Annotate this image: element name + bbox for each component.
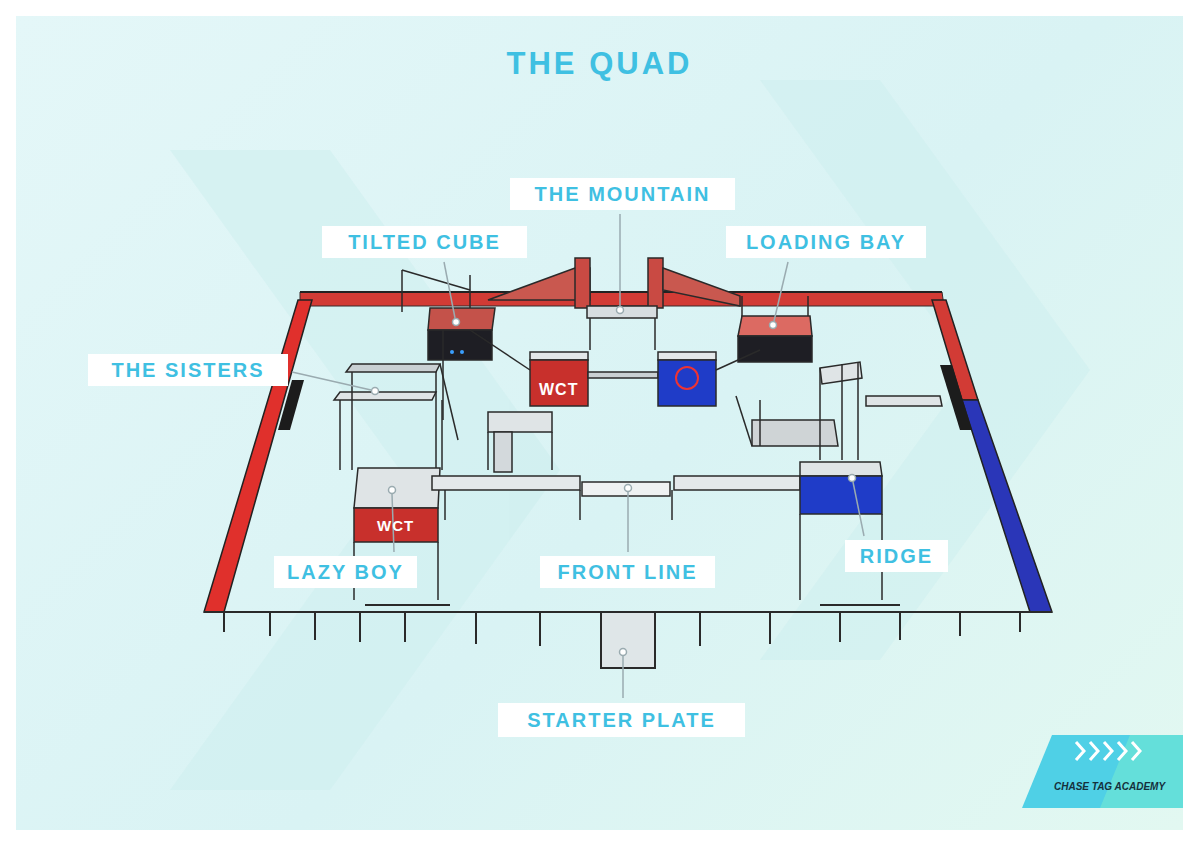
right-structures: [736, 362, 942, 600]
mountain: [488, 258, 740, 350]
callout-label: LOADING BAY: [746, 231, 906, 254]
callout-box: THE SISTERS: [88, 354, 288, 386]
callout-label: STARTER PLATE: [527, 709, 716, 732]
callout-label: FRONT LINE: [558, 561, 698, 584]
logo: [1022, 735, 1183, 808]
starter-plate: [601, 612, 655, 668]
callout-label: LAZY BOY: [287, 561, 404, 584]
callout-box: TILTED CUBE: [322, 226, 527, 258]
callout-box: FRONT LINE: [540, 556, 715, 588]
callout-box: RIDGE: [845, 540, 948, 572]
the-sisters: [334, 330, 458, 470]
callout-label: TILTED CUBE: [348, 231, 501, 254]
back-wall: [300, 292, 944, 306]
callout-label: THE MOUNTAIN: [535, 183, 711, 206]
callout-box: LOADING BAY: [726, 226, 926, 258]
cube-logo: WCT: [377, 517, 414, 534]
watermark: [170, 80, 1090, 790]
page-title: THE QUAD: [0, 46, 1199, 82]
cube-logo: WCT: [539, 381, 578, 399]
centre-cubes: [470, 330, 760, 406]
loading-bay: [738, 296, 812, 362]
front-line: [432, 476, 800, 520]
callout-label: RIDGE: [860, 545, 933, 568]
right-wall: [932, 300, 1052, 612]
t-platform: [488, 412, 552, 472]
callout-box: LAZY BOY: [274, 556, 417, 588]
leader-lines: [292, 214, 864, 698]
callout-box: THE MOUNTAIN: [510, 178, 735, 210]
callout-box: STARTER PLATE: [498, 703, 745, 737]
callout-label: THE SISTERS: [111, 359, 264, 382]
brand-name: CHASE TAG ACADEMY: [1054, 781, 1165, 792]
